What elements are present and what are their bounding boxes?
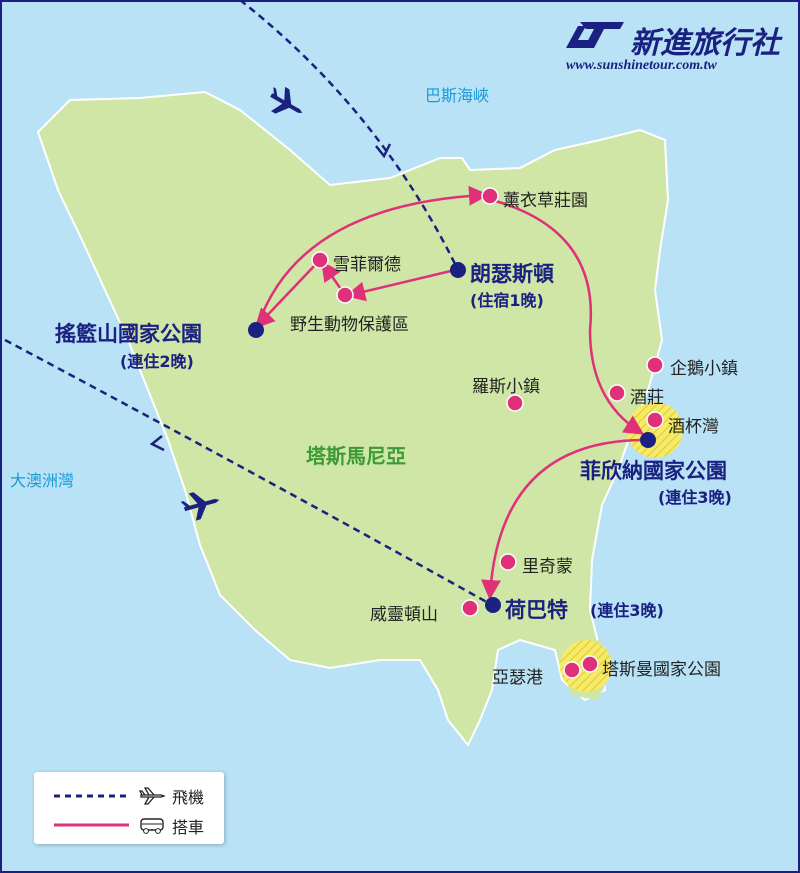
attraction-label: 企鵝小鎮	[670, 359, 738, 379]
sea-label-north: 巴斯海峽	[425, 86, 490, 105]
base-hobart: 荷巴特	[505, 598, 568, 622]
legend-drive-label: 搭車	[172, 818, 205, 837]
brand-name: 新進旅行社	[630, 26, 780, 61]
plane-icon	[139, 787, 165, 805]
region-label: 塔斯馬尼亞	[306, 444, 406, 468]
dashed-line-icon	[54, 794, 129, 798]
base-cradle-mountain-note: (連住2晚)	[120, 352, 194, 371]
attraction-label: 威靈頓山	[370, 605, 438, 625]
attraction-label: 酒杯灣	[668, 417, 719, 437]
plane-icon	[180, 492, 220, 521]
solid-line-icon	[54, 823, 129, 827]
base-cradle-mountain: 搖籃山國家公園	[55, 322, 202, 346]
attraction-label: 酒莊	[630, 388, 664, 408]
base-freycinet-note: (連住3晚)	[658, 488, 732, 507]
drive-routes	[254, 185, 646, 600]
brand-url: www.sunshinetour.com.tw	[566, 58, 717, 73]
flight-route-north	[239, 0, 460, 271]
attraction-label: 雪菲爾德	[333, 255, 401, 275]
base-markers	[248, 262, 656, 613]
attraction-label: 野生動物保護區	[290, 315, 409, 335]
base-hobart-note: (連住3晚)	[590, 601, 664, 620]
attraction-label: 塔斯曼國家公園	[602, 660, 721, 680]
attraction-markers	[311, 187, 664, 679]
flight-arrow	[149, 435, 165, 452]
legend-flight-label: 飛機	[172, 788, 205, 807]
attraction-label: 羅斯小鎮	[472, 377, 540, 397]
bus-icon	[140, 818, 164, 834]
base-freycinet: 菲欣納國家公園	[580, 459, 727, 483]
legend: 飛機 搭車	[34, 772, 224, 844]
base-launceston-note: (住宿1晚)	[470, 291, 544, 310]
flight-route-west	[4, 338, 493, 607]
attraction-label: 薰衣草莊園	[503, 191, 588, 211]
flight-arrow	[375, 143, 392, 159]
plane-icon	[270, 86, 303, 114]
sea-label-west: 大澳洲灣	[10, 471, 75, 490]
legend-flight: 飛機	[34, 780, 224, 810]
legend-drive: 搭車	[34, 810, 224, 840]
attraction-label: 亞瑟港	[492, 668, 543, 688]
attraction-label: 里奇蒙	[522, 557, 573, 577]
base-launceston: 朗瑟斯頓	[470, 262, 554, 286]
logo-icon	[566, 22, 624, 48]
